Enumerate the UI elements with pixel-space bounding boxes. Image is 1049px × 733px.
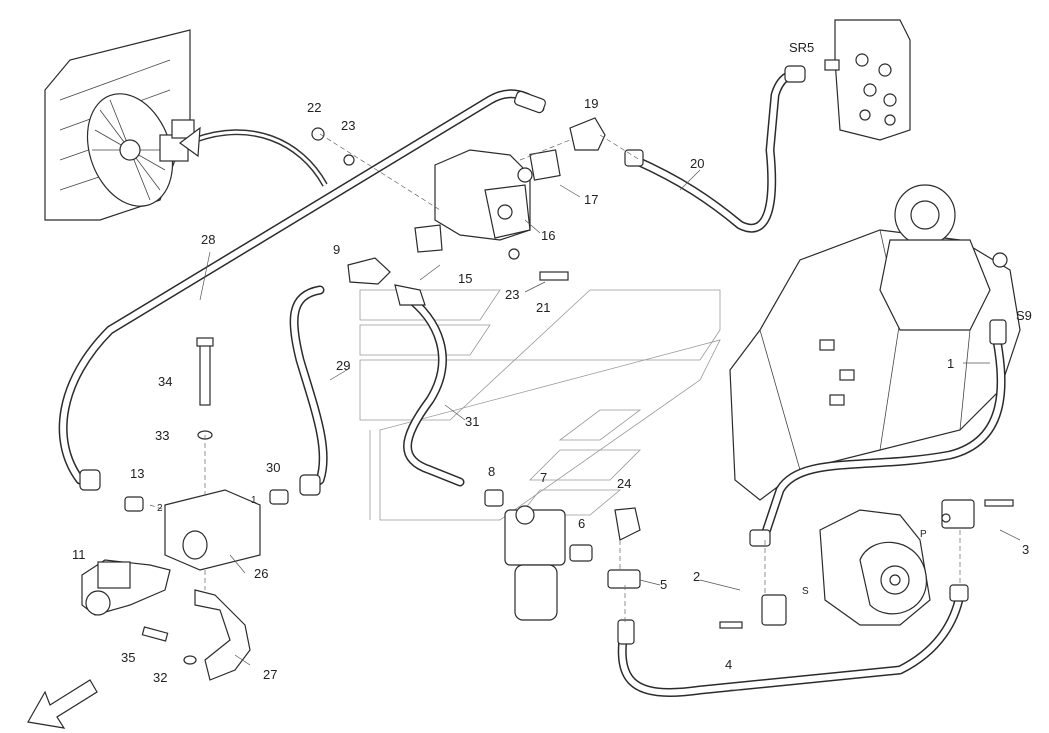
part-number-label: 1	[251, 495, 257, 506]
part-number-label: 9	[333, 242, 340, 257]
part-number-label: 35	[121, 650, 135, 665]
part-number-label: 19	[584, 96, 598, 111]
part-number-label: 31	[465, 414, 479, 429]
part-number-label: 33	[155, 428, 169, 443]
part-number-label: 30	[266, 460, 280, 475]
part-number-label: 1	[947, 356, 954, 371]
part-number-label: S9	[1016, 308, 1032, 323]
part-number-label: 24	[617, 476, 631, 491]
part-number-label: 6	[578, 516, 585, 531]
part-number-label: 23	[341, 118, 355, 133]
part-number-label: 5	[660, 577, 667, 592]
filter-assembly	[484, 489, 1014, 645]
part-number-label: 32	[153, 670, 167, 685]
part-number-label: 13	[130, 466, 144, 481]
part-number-label: 2	[693, 569, 700, 584]
part-number-label: 17	[584, 192, 598, 207]
direction-arrow	[27, 679, 98, 729]
part-number-label: P	[920, 529, 927, 540]
part-number-label: 16	[541, 228, 555, 243]
part-number-label: 21	[536, 300, 550, 315]
part-number-label: 7	[540, 470, 547, 485]
dashed-guides	[149, 133, 961, 625]
control-valve-block	[824, 19, 911, 141]
reference-arrow-head	[178, 126, 201, 158]
part-number-label: 11	[72, 547, 86, 562]
part-number-label: 26	[254, 566, 268, 581]
transmission-housing	[729, 184, 1021, 501]
part-number-label: 29	[336, 358, 350, 373]
part-number-label: 27	[263, 667, 277, 682]
reference-arrow-inner	[194, 130, 327, 186]
part-number-label: 3	[1022, 542, 1029, 557]
part-number-label: 15	[458, 271, 472, 286]
part-number-label: 20	[690, 156, 704, 171]
part-number-label: SR5	[789, 40, 814, 55]
part-number-label: 8	[488, 464, 495, 479]
radiator-fan-assembly	[44, 29, 195, 221]
fittings	[311, 65, 1007, 345]
part-number-label: 4	[725, 657, 732, 672]
part-number-label: 28	[201, 232, 215, 247]
valve-block-assembly	[79, 337, 321, 681]
part-number-label: 22	[307, 100, 321, 115]
part-number-label: 34	[158, 374, 172, 389]
leader-lines	[199, 169, 1021, 691]
part-number-label: 2	[157, 503, 163, 514]
hoses	[58, 69, 1006, 697]
gear-pump	[434, 149, 531, 241]
part-number-label: S	[802, 586, 809, 597]
part-number-label: 23	[505, 287, 519, 302]
hydraulic-pump	[819, 509, 931, 626]
background-chevrons	[359, 289, 721, 521]
